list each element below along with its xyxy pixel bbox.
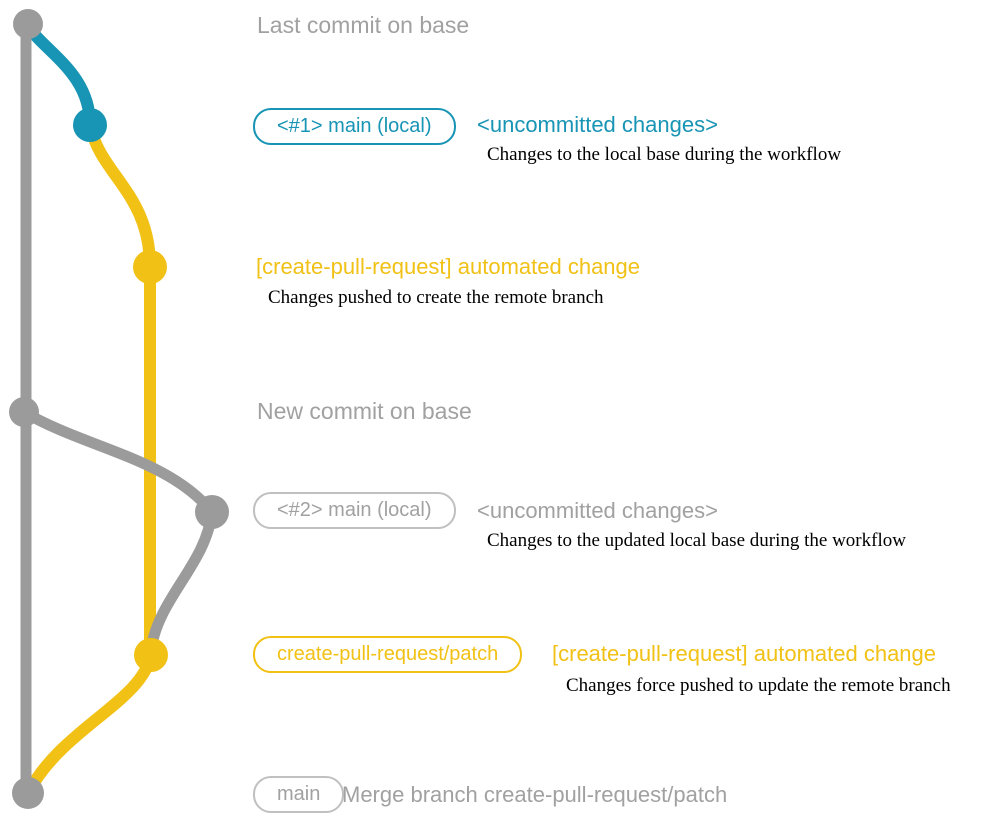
- commit-title-automated-change-1: [create-pull-request] automated change: [256, 254, 641, 279]
- gray-rebase-curve-out: [18, 406, 218, 518]
- commit-dot-local-uncommitted-1: [73, 108, 107, 142]
- yellow-merge-curve-bottom: [22, 649, 157, 799]
- commit-desc-automated-change-1: Changes pushed to create the remote bran…: [268, 287, 604, 308]
- yellow-branch-curve-top: [84, 119, 156, 273]
- blue-branch-curve: [22, 20, 96, 131]
- branch-badge-create-pull-request-patch: create-pull-request/patch: [253, 636, 523, 673]
- commit-dot-automated-change-1: [133, 250, 167, 284]
- branch-badge-main-local-1: <#1> main (local): [253, 108, 456, 145]
- label-new-commit-on-base: New commit on base: [257, 398, 472, 424]
- commit-title-uncommitted-2: <uncommitted changes>: [477, 498, 718, 523]
- commit-title-automated-change-2: [create-pull-request] automated change: [552, 641, 937, 666]
- commit-title-merge-branch: Merge branch create-pull-request/patch: [342, 782, 728, 807]
- label-last-commit-on-base: Last commit on base: [257, 12, 470, 38]
- branch-badge-main-local-2: <#2> main (local): [253, 492, 456, 529]
- commit-dot-last-commit-on-base: [13, 9, 43, 39]
- commit-desc-automated-change-2: Changes force pushed to update the remot…: [566, 675, 951, 696]
- commit-desc-uncommitted-2: Changes to the updated local base during…: [487, 530, 906, 551]
- commit-dot-new-commit-on-base: [9, 397, 39, 427]
- commit-desc-uncommitted-1: Changes to the local base during the wor…: [487, 144, 842, 165]
- gray-rebase-curve-back: [145, 506, 218, 656]
- commit-title-uncommitted-1: <uncommitted changes>: [477, 112, 718, 137]
- commit-dot-local-uncommitted-2: [195, 495, 229, 529]
- commit-dot-merge-commit: [12, 777, 44, 809]
- commit-dot-automated-change-2: [134, 638, 168, 672]
- branch-badge-main: main: [253, 776, 345, 813]
